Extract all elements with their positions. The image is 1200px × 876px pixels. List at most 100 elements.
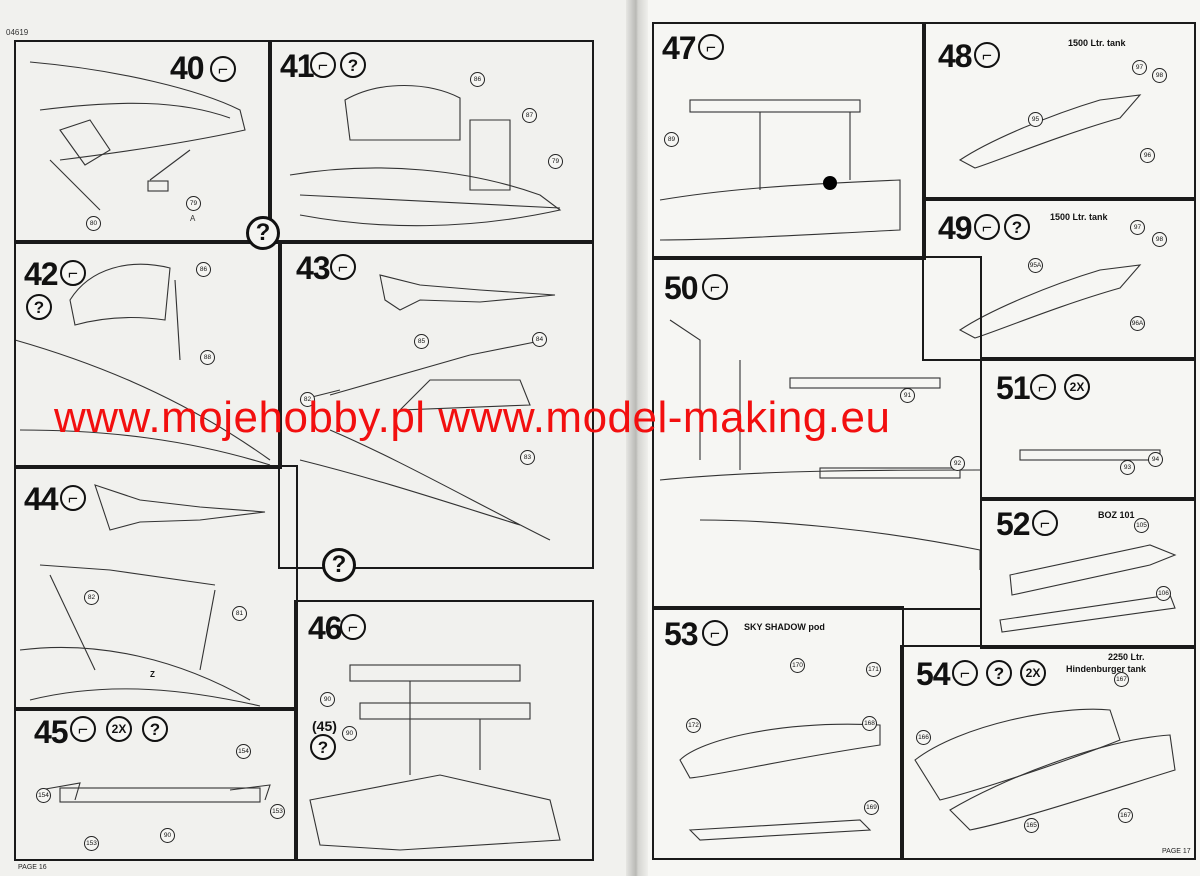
glue-icon: ⌐ <box>974 214 1000 240</box>
part-number: 97 <box>1132 60 1147 75</box>
glue-icon: ⌐ <box>70 716 96 742</box>
glue-icon: ⌐ <box>952 660 978 686</box>
part-number: 153 <box>84 836 99 851</box>
watermark-text: www.mojehobby.pl www.model-making.eu <box>54 393 891 442</box>
question-icon: ? <box>142 716 168 742</box>
glue-icon: ⌐ <box>1030 374 1056 400</box>
step-number-42: 42 <box>24 256 59 292</box>
part-number: 88 <box>200 350 215 365</box>
question-icon: ? <box>26 294 52 320</box>
step-number-50: 50 <box>664 270 699 306</box>
step-panel-43 <box>278 240 594 569</box>
part-number: 83 <box>520 450 535 465</box>
part-number: A <box>190 214 196 223</box>
part-number: 80 <box>86 216 101 231</box>
part-number: 94 <box>1148 452 1163 467</box>
step-number-48: 48 <box>938 38 973 74</box>
step-number-45: 45 <box>34 714 69 750</box>
step-panel-45 <box>14 707 298 861</box>
glue-icon: ⌐ <box>340 614 366 640</box>
step-49-title: 1500 Ltr. tank <box>1050 212 1108 222</box>
optional-step-ref: (45) <box>312 718 337 734</box>
question-icon: ? <box>986 660 1012 686</box>
glue-icon: ⌐ <box>60 260 86 286</box>
step-panel-52 <box>980 497 1196 649</box>
step-number-53: 53 <box>664 616 699 652</box>
part-number: 90 <box>320 692 335 707</box>
step-48-title: 1500 Ltr. tank <box>1068 38 1126 48</box>
question-icon: ? <box>322 548 356 582</box>
step-panel-54 <box>900 645 1196 860</box>
part-number: 95 <box>1028 112 1043 127</box>
step-54-title-line1: 2250 Ltr. <box>1108 652 1145 662</box>
part-number: 167 <box>1118 808 1133 823</box>
part-number: 172 <box>686 718 701 733</box>
glue-icon: ⌐ <box>330 254 356 280</box>
part-number: 95A <box>1028 258 1043 273</box>
part-number: 98 <box>1152 232 1167 247</box>
part-number: 166 <box>916 730 931 745</box>
step-number-40: 40 <box>170 50 205 86</box>
step-number-46: 46 <box>308 610 343 646</box>
step-panel-41 <box>268 40 594 244</box>
part-number: 87 <box>522 108 537 123</box>
glue-icon: ⌐ <box>310 52 336 78</box>
part-number: 171 <box>866 662 881 677</box>
document-code: 04619 <box>6 28 29 37</box>
part-number: 105 <box>1134 518 1149 533</box>
part-number: 168 <box>862 716 877 731</box>
part-number: 153 <box>270 804 285 819</box>
step-panel-53 <box>652 606 904 860</box>
step-number-51: 51 <box>996 370 1031 406</box>
glue-icon: ⌐ <box>210 56 236 82</box>
glue-icon: ⌐ <box>60 485 86 511</box>
glue-icon: ⌐ <box>702 620 728 646</box>
question-icon: ? <box>310 734 336 760</box>
page-gutter <box>626 0 648 876</box>
glue-icon: ⌐ <box>698 34 724 60</box>
step-number-47: 47 <box>662 30 697 66</box>
part-number: 90 <box>160 828 175 843</box>
glue-icon: ⌐ <box>702 274 728 300</box>
question-icon: ? <box>340 52 366 78</box>
part-number: 84 <box>532 332 547 347</box>
step-panel-47 <box>652 22 926 260</box>
part-number: 96 <box>1140 148 1155 163</box>
part-number: 82 <box>300 392 315 407</box>
part-number: 82 <box>84 590 99 605</box>
part-number: 98 <box>1152 68 1167 83</box>
repeat-2x-icon: 2X <box>1020 660 1046 686</box>
part-number: 79 <box>186 196 201 211</box>
question-icon: ? <box>246 216 280 250</box>
part-number: 90 <box>342 726 357 741</box>
step-54-title-line2: Hindenburger tank <box>1066 664 1147 674</box>
glue-icon: ⌐ <box>974 42 1000 68</box>
question-icon: ? <box>1004 214 1030 240</box>
step-number-54: 54 <box>916 656 951 692</box>
step-53-title: SKY SHADOW pod <box>744 622 825 632</box>
repeat-2x-icon: 2X <box>106 716 132 742</box>
step-panel-46 <box>294 600 594 861</box>
part-number: 81 <box>232 606 247 621</box>
part-number: 96A <box>1130 316 1145 331</box>
right-page-number: PAGE 17 <box>1162 848 1191 855</box>
part-number: 79 <box>548 154 563 169</box>
step-panel-49 <box>922 197 1196 361</box>
part-number: 93 <box>1120 460 1135 475</box>
part-number: 92 <box>950 456 965 471</box>
part-number: 106 <box>1156 586 1171 601</box>
part-number: 165 <box>1024 818 1039 833</box>
left-page <box>0 0 632 876</box>
step-panel-40 <box>14 40 272 244</box>
left-page-number: PAGE 16 <box>18 864 47 871</box>
step-52-title: BOZ 101 <box>1098 510 1135 520</box>
part-number: 167 <box>1114 672 1129 687</box>
glue-icon: ⌐ <box>1032 510 1058 536</box>
part-number: Z <box>150 670 155 679</box>
step-panel-44 <box>14 465 298 711</box>
part-number: 154 <box>236 744 251 759</box>
step-number-52: 52 <box>996 506 1031 542</box>
part-number: 85 <box>414 334 429 349</box>
step-panel-48 <box>922 22 1196 201</box>
part-number: 170 <box>790 658 805 673</box>
